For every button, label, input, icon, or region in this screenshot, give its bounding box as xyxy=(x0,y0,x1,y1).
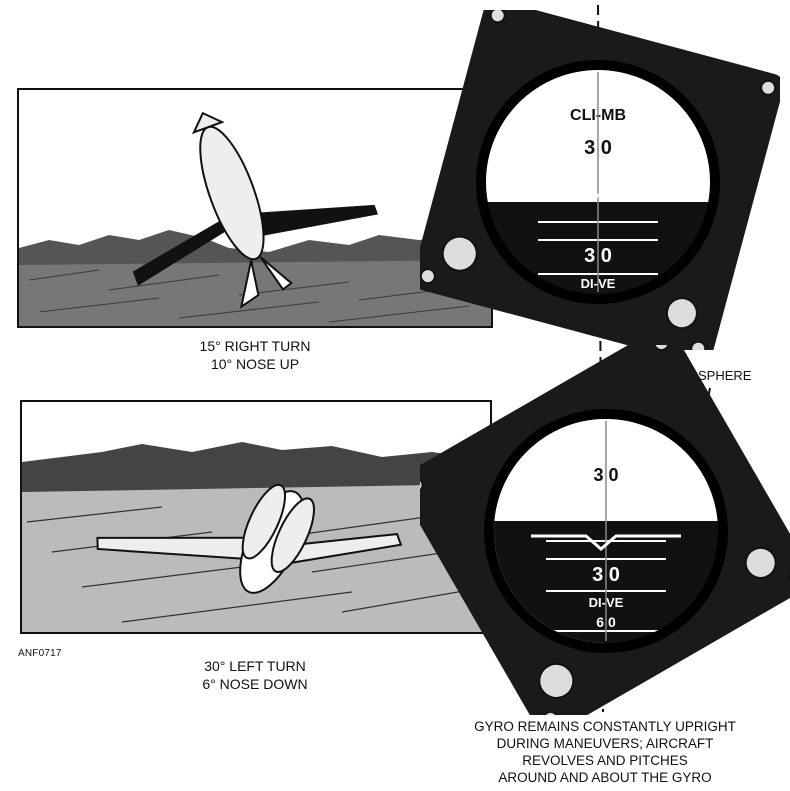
mountain-ridge xyxy=(22,442,490,497)
ground-hatching xyxy=(28,269,480,323)
bottom-caption-line2: 6° NOSE DOWN xyxy=(202,676,308,692)
top-caption: 15° RIGHT TURN 10° NOSE UP xyxy=(190,337,320,373)
top-scene-panel xyxy=(17,88,493,328)
aircraft-icon xyxy=(132,111,379,309)
bottom-caption: 30° LEFT TURN 6° NOSE DOWN xyxy=(190,657,320,693)
sphere-callout: SPHERE xyxy=(698,368,752,383)
caging-knob-icon xyxy=(538,662,575,699)
gyro-note-line1: GYRO REMAINS CONSTANTLY UPRIGHT xyxy=(474,719,736,734)
mount-screw-icon xyxy=(420,477,424,494)
mount-screw-icon xyxy=(542,710,559,715)
gyro-note-line3: REVOLVES AND PITCHES xyxy=(522,753,688,768)
mount-screw-icon xyxy=(760,79,777,96)
gyro-note: GYRO REMAINS CONSTANTLY UPRIGHT DURING M… xyxy=(440,718,770,786)
caging-knob-icon xyxy=(441,235,478,272)
gyro-note-line2: DURING MANEUVERS; AIRCRAFT xyxy=(496,736,714,751)
adjust-knob-icon xyxy=(744,546,777,579)
top-caption-line1: 15° RIGHT TURN xyxy=(199,338,311,354)
right-turn-scene xyxy=(19,111,491,326)
top-caption-line2: 10° NOSE UP xyxy=(210,356,300,372)
miniature-aircraft-icon xyxy=(531,534,681,551)
mount-screw-icon xyxy=(690,340,707,350)
attitude-indicator-top: CLI-MB 3 0 3 0 DI-VE xyxy=(420,10,780,350)
figure-id: ANF0717 xyxy=(18,648,62,659)
miniature-aircraft-icon xyxy=(523,185,673,202)
left-turn-scene xyxy=(22,442,490,632)
aircraft-icon xyxy=(96,483,403,594)
bottom-scene-panel xyxy=(20,400,492,634)
adjust-knob-icon xyxy=(665,297,698,330)
mount-screw-icon xyxy=(420,268,436,285)
gyro-note-line4: AROUND AND ABOUT THE GYRO xyxy=(498,770,712,785)
mount-screw-icon xyxy=(489,10,506,24)
attitude-indicator-bottom: 3 0 3 0 DI-VE 6 0 xyxy=(420,345,790,715)
mount-screw-icon xyxy=(653,345,670,352)
bottom-caption-line1: 30° LEFT TURN xyxy=(204,658,306,674)
